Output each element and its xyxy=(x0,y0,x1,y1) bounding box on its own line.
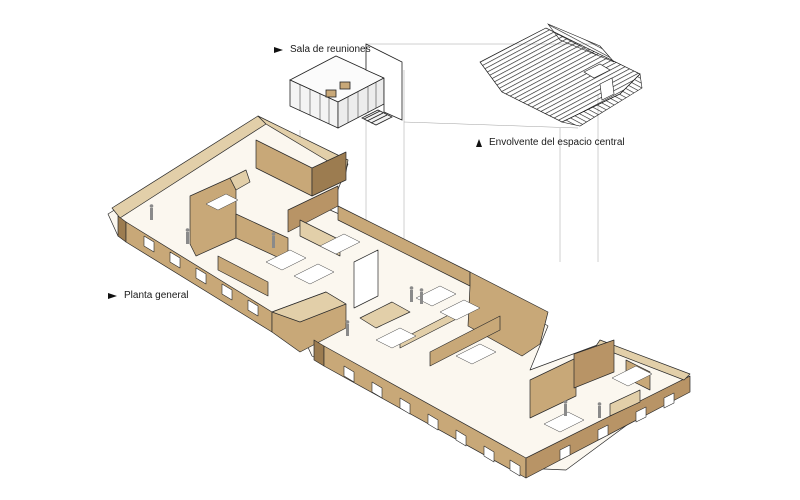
arrow-up-icon xyxy=(476,138,482,147)
arrow-right-icon xyxy=(274,46,283,53)
central-envelope-model xyxy=(479,23,643,127)
meeting-room-model xyxy=(289,43,403,129)
central-envelope-label: Envolvente del espacio central xyxy=(489,137,625,148)
arrow-right-icon xyxy=(108,292,117,299)
floor-plan-label: Planta general xyxy=(124,290,189,301)
floor-plan-callout: Planta general xyxy=(108,290,189,301)
furniture xyxy=(205,193,653,433)
floor-plan-model xyxy=(107,115,691,479)
meeting-room-label: Sala de reuniones xyxy=(290,44,371,55)
people-figures xyxy=(149,204,602,418)
meeting-room-callout: Sala de reuniones xyxy=(274,44,371,55)
central-envelope-callout: Envolvente del espacio central xyxy=(476,137,625,148)
